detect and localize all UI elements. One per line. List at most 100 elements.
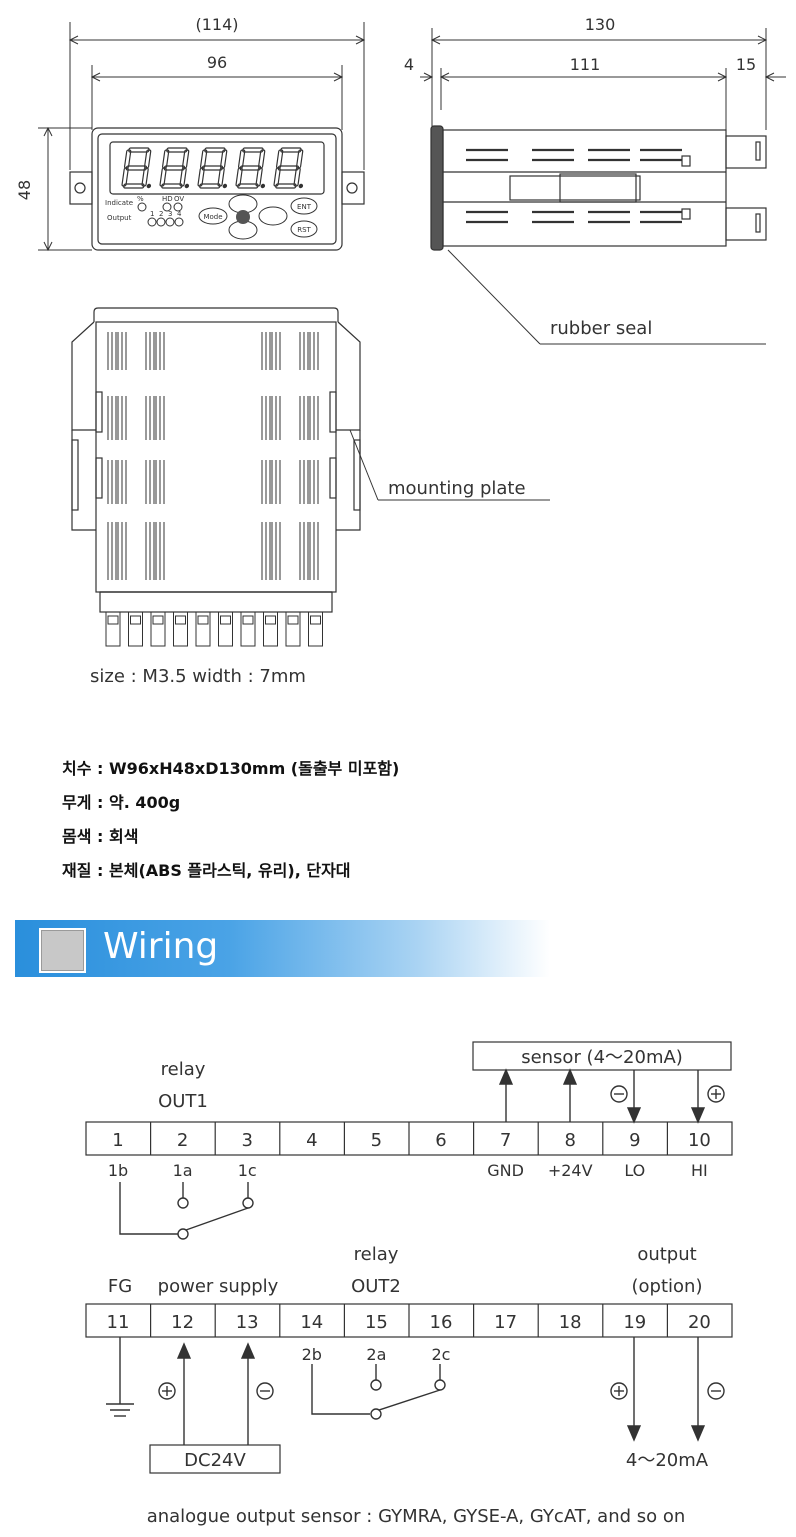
terminal-number: 4 — [306, 1130, 317, 1151]
wiring-diagram: relay OUT1 sensor (4～20mA) 1 1b 2 1a 3 1c 4 5 6 7… — [85, 1041, 733, 1527]
terminal-number: 19 — [623, 1312, 646, 1333]
power-supply-wiring — [149, 1342, 281, 1474]
output-num-4: 4 — [177, 210, 182, 218]
dim-side-total: 130 — [585, 15, 616, 34]
relay2-sub: OUT2 — [351, 1276, 401, 1297]
ent-button-label: ENT — [297, 203, 312, 211]
relay1-contacts — [119, 1182, 254, 1240]
panel-indicators — [137, 194, 318, 240]
terminal-number: 18 — [559, 1312, 582, 1333]
side-dimension-lines — [420, 28, 786, 130]
terminal-number: 5 — [371, 1130, 382, 1151]
output-label: output — [637, 1244, 696, 1265]
terminal-number: 7 — [500, 1130, 511, 1151]
mode-button-label: Mode — [203, 213, 222, 221]
terminal-number: 13 — [236, 1312, 259, 1333]
terminal-sub-label: LO — [624, 1161, 645, 1180]
relay1-sub: OUT1 — [158, 1091, 208, 1112]
spec-list: 치수 : W96xH48xD130mm (돌출부 미포함) 무게 : 약. 40… — [62, 752, 399, 888]
terminal-sub-label: HI — [691, 1161, 708, 1180]
header-square-icon — [39, 928, 86, 973]
spec-color: 몸색 : 회색 — [62, 827, 139, 846]
terminal-number: 6 — [435, 1130, 446, 1151]
terminal-number: 8 — [564, 1130, 575, 1151]
sensor-box-label: sensor (4～20mA) — [521, 1047, 683, 1068]
rst-button-label: RST — [297, 226, 311, 234]
rubber-seal-label: rubber seal — [550, 318, 652, 339]
terminal-sub-label: 1a — [173, 1161, 193, 1180]
output-num-1: 1 — [150, 210, 154, 218]
terminal-number: 2 — [177, 1130, 188, 1151]
rubber-seal-leader — [447, 249, 766, 345]
relay1-label: relay — [161, 1059, 206, 1080]
front-dimension-lines — [38, 22, 366, 252]
dim-side-front: 4 — [404, 55, 414, 74]
current-range-label: 4～20mA — [626, 1450, 709, 1471]
rst-button[interactable] — [290, 220, 318, 238]
relay2-contacts — [311, 1364, 446, 1420]
terminal-number: 16 — [430, 1312, 453, 1333]
terminal-size-label: size : M3.5 width : 7mm — [90, 666, 306, 687]
mounting-plate-leader — [349, 429, 550, 501]
indicate-label: Indicate — [105, 199, 133, 207]
terminal-number: 12 — [171, 1312, 194, 1333]
terminal-number: 20 — [688, 1312, 711, 1333]
dim-front-total: (114) — [195, 15, 238, 34]
power-supply-label: power supply — [158, 1276, 279, 1297]
ground-symbol — [106, 1337, 134, 1417]
display-digit — [235, 147, 266, 189]
fg-label: FG — [108, 1276, 132, 1297]
display-digit — [159, 147, 190, 189]
section-title: Wiring — [103, 926, 219, 967]
spec-weight: 무게 : 약. 400g — [62, 793, 181, 812]
relay2-label: relay — [354, 1244, 399, 1265]
ov-label: OV — [174, 195, 184, 203]
mode-button[interactable] — [198, 207, 228, 225]
seven-segment-display — [121, 147, 304, 189]
indicate-sub: % — [137, 195, 144, 203]
display-digit — [273, 147, 304, 189]
terminal-number: 9 — [629, 1130, 640, 1151]
spec-dimensions: 치수 : W96xH48xD130mm (돌출부 미포함) — [62, 759, 400, 778]
output-sub: (option) — [632, 1276, 703, 1297]
dc24v-label: DC24V — [184, 1450, 246, 1471]
side-view — [430, 125, 767, 251]
terminal-sub-label: +24V — [548, 1161, 593, 1180]
display-digit — [121, 147, 152, 189]
terminal-number: 1 — [112, 1130, 123, 1151]
terminal-sub-label: 2c — [432, 1345, 451, 1364]
sensor-arrows — [498, 1068, 725, 1124]
dimension-drawing: (114) 96 48 Indicate % HD OV Output 1 2 … — [15, 15, 786, 687]
dim-side-body: 111 — [570, 55, 601, 74]
terminal-sub-label: 2b — [302, 1345, 322, 1364]
terminal-sub-label: 1b — [108, 1161, 128, 1180]
terminal-number: 3 — [241, 1130, 252, 1151]
spec-material: 재질 : 본체(ABS 플라스틱, 유리), 단자대 — [62, 861, 351, 880]
terminal-number: 15 — [365, 1312, 388, 1333]
output-label: Output — [107, 214, 132, 222]
footer-note: analogue output sensor : GYMRA, GYSE-A, … — [147, 1506, 686, 1527]
terminal-number: 11 — [107, 1312, 130, 1333]
terminal-number: 10 — [688, 1130, 711, 1151]
wiring-section-header: Wiring — [15, 920, 550, 977]
right-arrow-button[interactable] — [258, 206, 288, 226]
dim-front-width: 96 — [207, 53, 227, 72]
hd-label: HD — [162, 195, 173, 203]
terminal-sub-label: GND — [487, 1161, 524, 1180]
terminal-number: 17 — [494, 1312, 517, 1333]
top-view — [71, 307, 361, 647]
output-arrows — [610, 1337, 725, 1442]
mounting-plate-label: mounting plate — [388, 478, 526, 499]
dim-front-height: 48 — [15, 180, 34, 200]
terminal-number: 14 — [300, 1312, 323, 1333]
output-num-2: 2 — [159, 210, 163, 218]
output-num-3: 3 — [168, 210, 172, 218]
bottom-terminal-numbers: 11 12 13 14 2b 15 2a 16 2c 17 18 19 20 — [107, 1304, 711, 1364]
dim-side-rear: 15 — [736, 55, 756, 74]
display-digit — [197, 147, 228, 189]
ent-button[interactable] — [290, 197, 318, 215]
terminal-sub-label: 2a — [366, 1345, 386, 1364]
front-panel — [69, 127, 365, 251]
terminal-sub-label: 1c — [238, 1161, 257, 1180]
